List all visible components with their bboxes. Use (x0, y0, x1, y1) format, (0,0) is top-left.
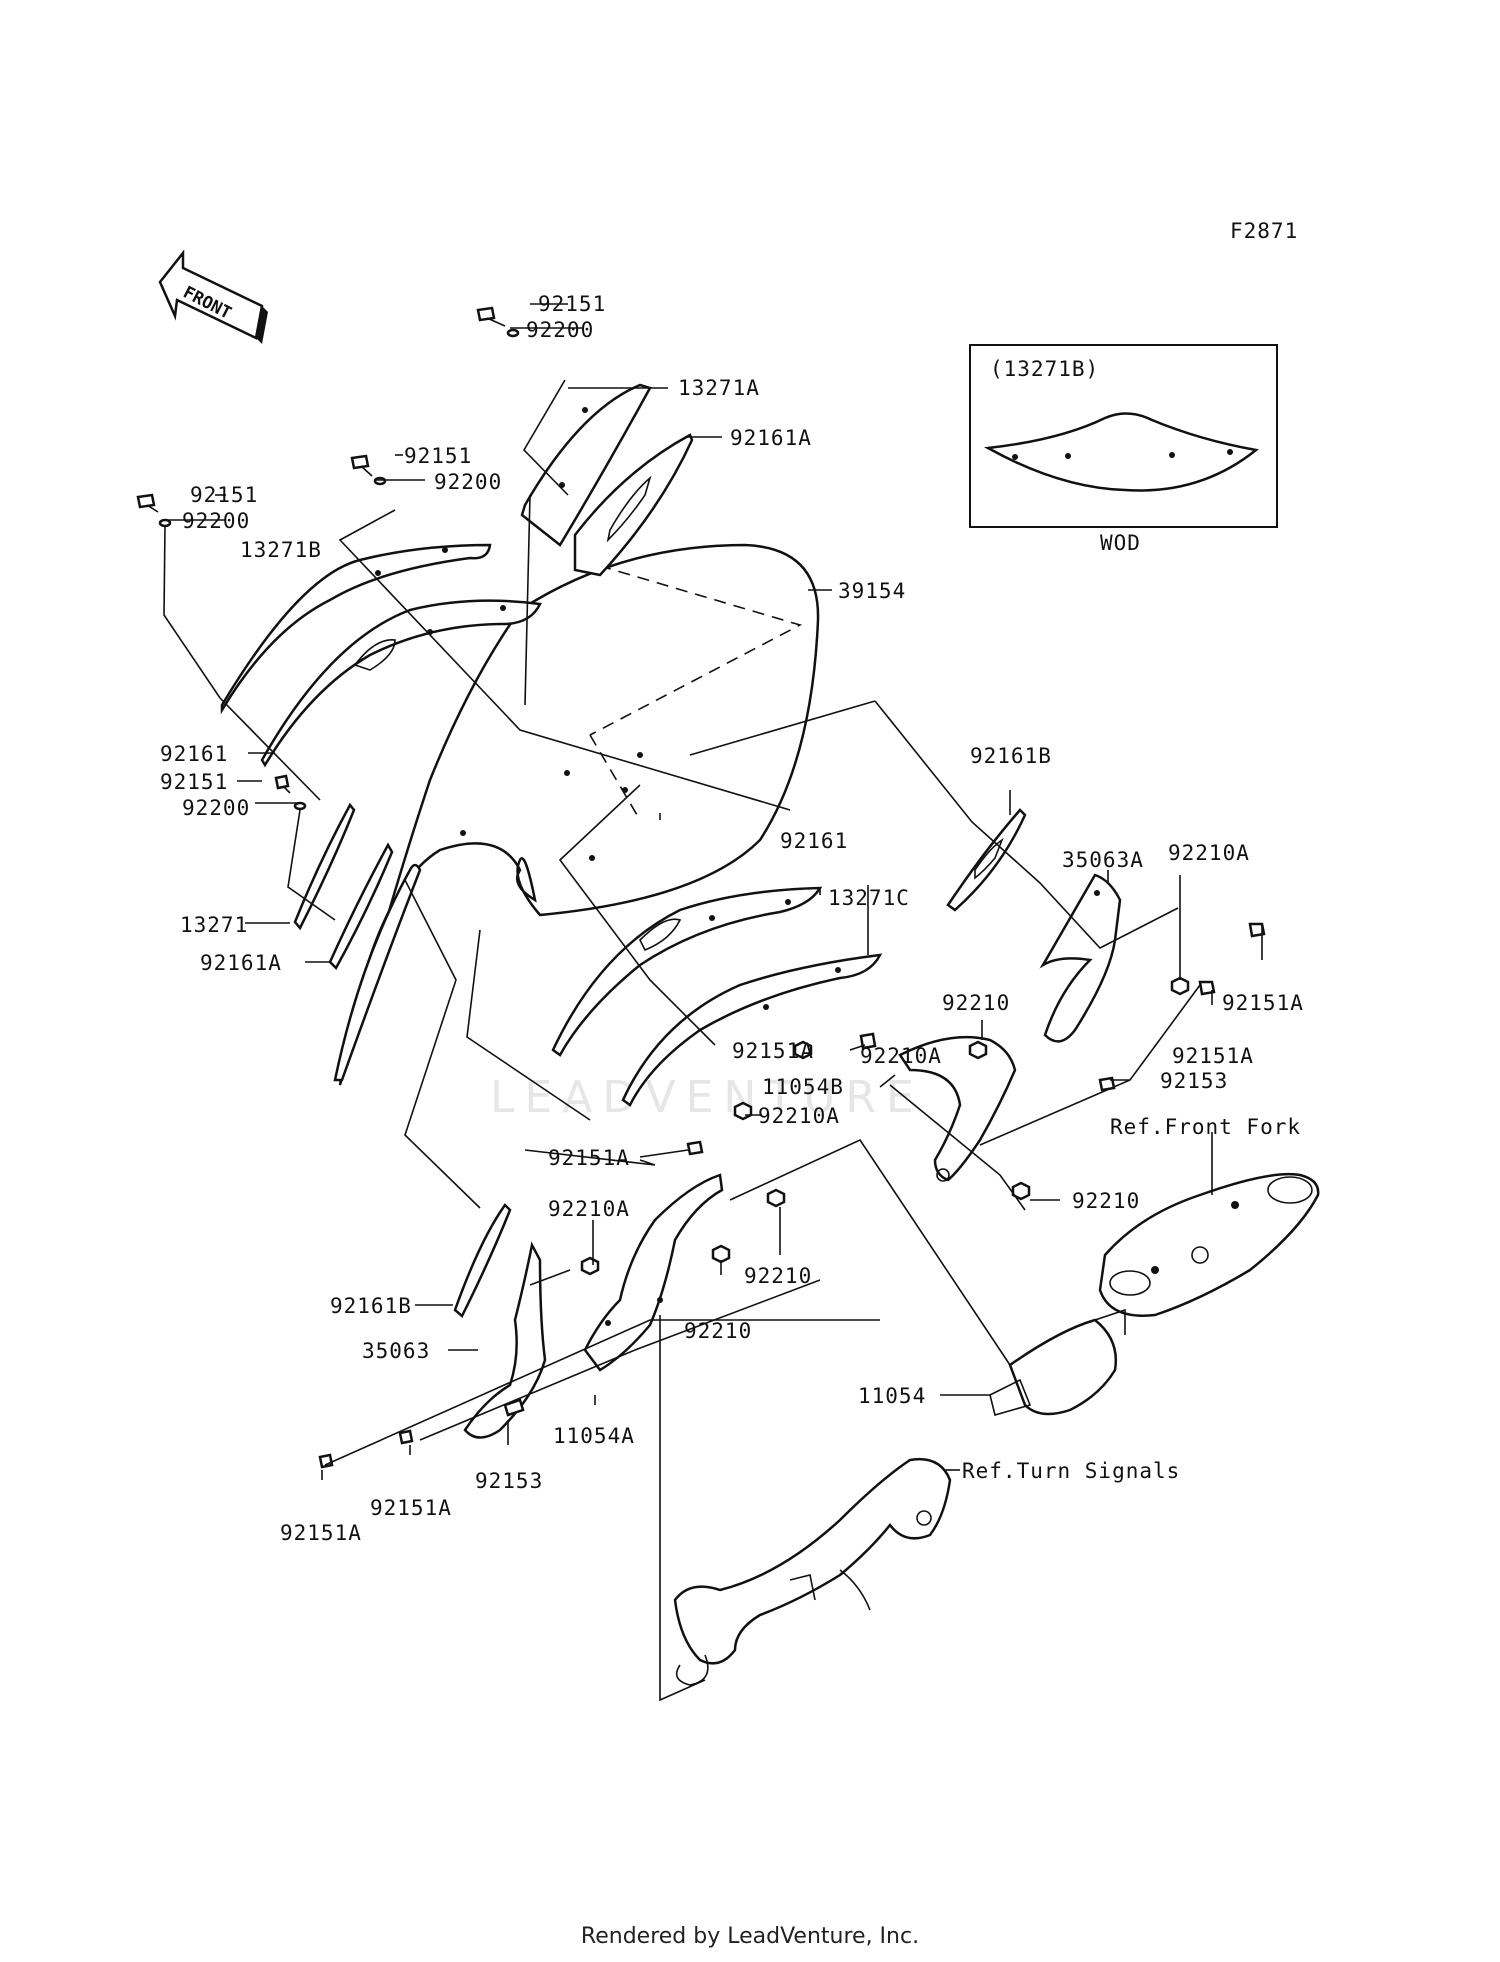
label-92151A-e: 92151A (370, 1496, 452, 1520)
label-92151-a: 92151 (538, 292, 606, 316)
figure-code: F2871 (1230, 219, 1298, 243)
panel-92161A-top (573, 433, 694, 577)
turn-signal-bracket (673, 1457, 952, 1686)
label-92151A-f: 92151A (280, 1521, 362, 1545)
label-92161A-a: 92161A (730, 426, 812, 450)
label-39154: 39154 (838, 579, 906, 603)
label-92151A-d: 92151A (548, 1146, 630, 1170)
leader-lines (163, 303, 1263, 1702)
panel-13271B (220, 543, 492, 715)
strip-left-long (333, 863, 422, 1082)
watermark: LEADVENTURE (490, 1072, 924, 1123)
bracket-11054 (989, 1308, 1126, 1416)
label-11054: 11054 (858, 1384, 926, 1408)
panel-13271C (621, 953, 883, 1107)
label-11054A: 11054A (553, 1424, 635, 1448)
label-92153-b: 92153 (475, 1469, 543, 1493)
label-92151A-c: 92151A (1172, 1044, 1254, 1068)
bracket-11054B (898, 1035, 1017, 1182)
front-arrow-icon: FRONT (158, 249, 268, 344)
label-35063A: 35063A (1062, 848, 1144, 872)
label-92151-c: 92151 (190, 483, 258, 507)
panel-92161B-left (453, 1203, 512, 1318)
label-92200-b: 92200 (434, 470, 502, 494)
label-92161A-b: 92161A (200, 951, 282, 975)
label-11054B: 11054B (762, 1075, 844, 1099)
bracket-35063 (463, 1241, 547, 1439)
label-92161B-a: 92161B (970, 744, 1052, 768)
bracket-35063A (1039, 873, 1122, 1043)
label-92151-b: 92151 (404, 444, 472, 468)
label-92210A-c: 92210A (758, 1104, 840, 1128)
panel-92161-right (551, 886, 823, 1057)
label-35063: 35063 (362, 1339, 430, 1363)
label-92161-a: 92161 (160, 742, 228, 766)
label-13271A: 13271A (678, 376, 760, 400)
label-92210-d: 92210 (684, 1319, 752, 1343)
label-92151A-a: 92151A (1222, 991, 1304, 1015)
label-13271B: 13271B (240, 538, 322, 562)
label-92210A-b: 92210A (860, 1044, 942, 1068)
label-92161B-b: 92161B (330, 1294, 412, 1318)
label-92151A-b: 92151A (732, 1039, 814, 1063)
label-ref-front-fork: Ref.Front Fork (1110, 1115, 1301, 1139)
label-13271: 13271 (180, 913, 248, 937)
label-92153-a: 92153 (1160, 1069, 1228, 1093)
label-92210A-d: 92210A (548, 1197, 630, 1221)
label-92151-d: 92151 (160, 770, 228, 794)
label-ref-turn-signals: Ref.Turn Signals (962, 1459, 1180, 1483)
panel-92161A-side (328, 842, 394, 971)
label-92161-b: 92161 (780, 829, 848, 853)
front-fork-clamp (1098, 1172, 1320, 1317)
label-13271C: 13271C (828, 886, 910, 910)
bracket-11054A (583, 1173, 724, 1372)
inset-13271B: (13271B) (969, 344, 1278, 528)
label-92200-c: 92200 (182, 509, 250, 533)
panel-13271 (293, 802, 356, 931)
label-92200-a: 92200 (526, 318, 594, 342)
label-92200-d: 92200 (182, 796, 250, 820)
inset-caption: WOD (1100, 531, 1141, 555)
label-92210-c: 92210 (744, 1264, 812, 1288)
label-92210A-a: 92210A (1168, 841, 1250, 865)
label-92210-b: 92210 (1072, 1189, 1140, 1213)
panel-92161B-right (946, 808, 1027, 912)
footer-credit: Rendered by LeadVenture, Inc. (580, 1924, 920, 1949)
label-92210-a: 92210 (942, 991, 1010, 1015)
inset-title: (13271B) (990, 357, 1099, 381)
